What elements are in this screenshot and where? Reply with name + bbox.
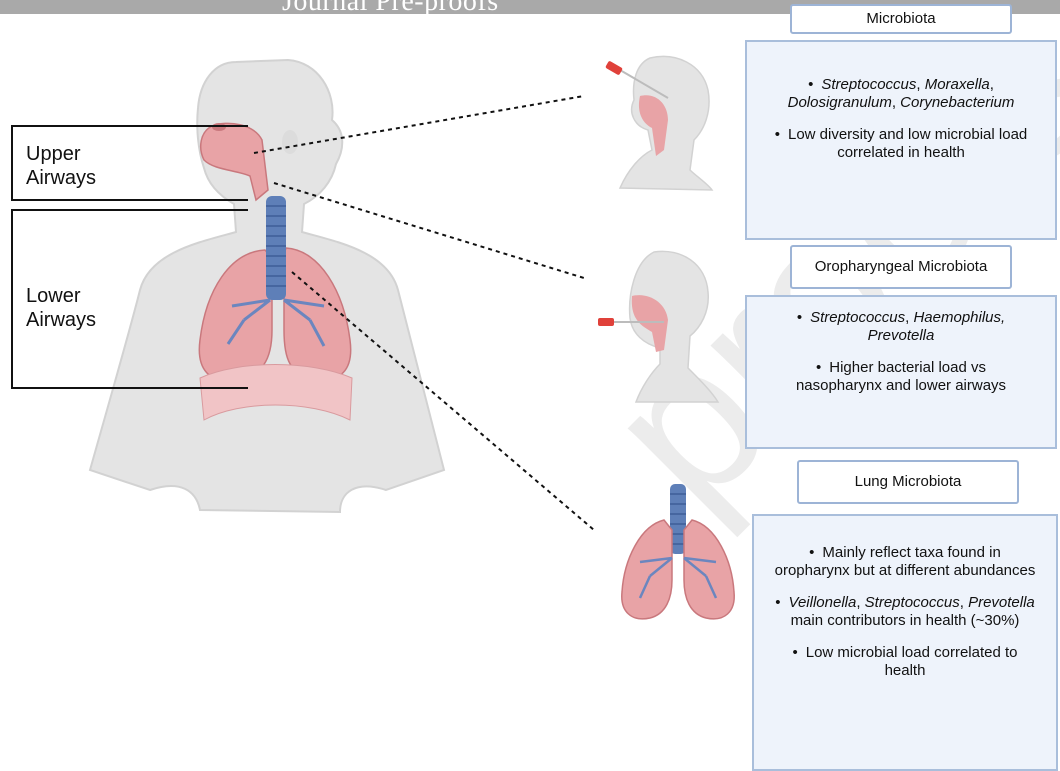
nasopharyngeal-title: Microbiota — [866, 10, 935, 28]
lower-airways-label: Lower Airways — [26, 284, 96, 332]
oropharyngeal-bullet-1: Streptococcus, Haemophilus, Prevotella — [775, 309, 1027, 345]
upper-airways-label: Upper Airways — [26, 142, 96, 190]
lung-bullet-1: Mainly reflect taxa found in oropharynx … — [774, 544, 1036, 580]
trachea-in-body — [266, 196, 286, 300]
nasopharyngeal-swab-illustration — [605, 56, 712, 190]
oropharyngeal-bullet-2: Higher bacterial load vs nasopharynx and… — [775, 359, 1027, 395]
oropharyngeal-content-box: Streptococcus, Haemophilus, Prevotella H… — [745, 295, 1057, 449]
nasopharyngeal-bullet-2: Low diversity and low microbial load cor… — [769, 126, 1033, 162]
oropharyngeal-swab-illustration — [598, 251, 718, 402]
oropharyngeal-title-box: Oropharyngeal Microbiota — [790, 245, 1012, 289]
lung-title: Lung Microbiota — [855, 473, 962, 491]
lung-title-box: Lung Microbiota — [797, 460, 1019, 504]
lung-bullet-3: Low microbial load correlated to health — [774, 644, 1036, 680]
lung-illustration — [622, 484, 734, 619]
nasopharyngeal-bullet-1: Streptococcus, Moraxella, Dolosigranulum… — [769, 76, 1033, 112]
nasopharyngeal-content-box: Streptococcus, Moraxella, Dolosigranulum… — [745, 40, 1057, 240]
oropharyngeal-title: Oropharyngeal Microbiota — [815, 258, 988, 276]
lung-content-box: Mainly reflect taxa found in oropharynx … — [752, 514, 1058, 771]
lung-bullet-2: Veillonella, Streptococcus, Prevotella m… — [774, 594, 1036, 630]
nasopharyngeal-title-box: Microbiota — [790, 4, 1012, 34]
